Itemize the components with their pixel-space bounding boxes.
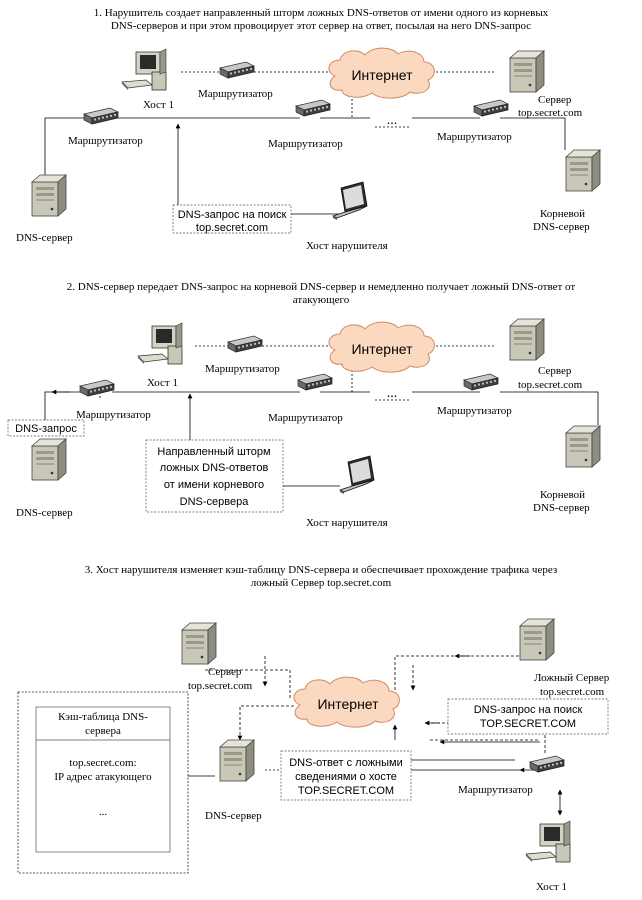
- server-label-1: Сервер: [538, 94, 572, 106]
- host1-label-2: Хост 1: [147, 377, 178, 389]
- fake-server-label-1: Ложный Сервер: [534, 672, 610, 684]
- server-label-2b: top.secret.com: [518, 379, 583, 391]
- router-label-3: Маршрутизатор: [458, 784, 533, 796]
- internet-label-2: Интернет: [351, 341, 413, 357]
- dns-query-text-1: DNS-запрос на поиск: [178, 209, 287, 221]
- storm-text-1: Направленный шторм: [157, 446, 270, 458]
- cache-table: [35, 706, 171, 853]
- dns-query-text-3b: TOP.SECRET.COM: [480, 718, 576, 730]
- router-left-icon: [83, 107, 119, 125]
- storm-box-2: [145, 439, 284, 513]
- router-mid-label: Маршрутизатор: [268, 138, 343, 150]
- server-top-secret-icon-3: [181, 622, 217, 665]
- attacker-laptop-icon-2: [339, 455, 375, 495]
- section-1: 1. Нарушитель создает направленный шторм…: [16, 7, 601, 252]
- host1-pc-icon-3: [525, 820, 571, 863]
- dns-answer-text-3: TOP.SECRET.COM: [298, 785, 394, 797]
- cache-entry-2: IP адрес атакующего: [54, 771, 152, 783]
- cache-more: ...: [99, 806, 108, 818]
- server-label-3a: Сервер: [208, 666, 242, 678]
- attacker-label-2: Хост нарушителя: [306, 517, 388, 529]
- router-right-label-2: Маршрутизатор: [437, 405, 512, 417]
- server-label-3b: top.secret.com: [188, 680, 253, 692]
- attacker-laptop-icon-1: [332, 181, 368, 221]
- router-top-icon: [219, 61, 255, 79]
- dns-answer-text-2: сведениями о хосте: [295, 771, 397, 783]
- host1-pc-icon: [121, 48, 167, 91]
- root-dns-label-2a: Корневой: [540, 489, 585, 501]
- dns-server-label-3: DNS-сервер: [205, 810, 262, 822]
- section-2: 2. DNS-сервер передает DNS-запрос на кор…: [7, 281, 601, 529]
- dns-server-icon-1: [31, 174, 67, 217]
- section3-links: [188, 655, 546, 777]
- dns-query-text-2: top.secret.com: [196, 222, 268, 234]
- internet-cloud-2: Интернет: [328, 321, 435, 373]
- ellipsis-1: ...: [387, 113, 398, 128]
- cache-title-1: Кэш-таблица DNS-: [58, 711, 148, 723]
- dns-query-box-3: [447, 698, 609, 735]
- fake-server-icon: [519, 618, 555, 661]
- internet-cloud-1: Интернет: [328, 47, 435, 99]
- router-top-label: Маршрутизатор: [198, 88, 273, 100]
- cache-update-arrow: [237, 705, 295, 741]
- section1-caption-line1: 1. Нарушитель создает направленный шторм…: [94, 7, 549, 19]
- dns-query-text-3a: DNS-запрос на поиск: [474, 704, 583, 716]
- ellipsis-2: ...: [387, 386, 398, 401]
- storm-text-2: ложных DNS-ответов: [160, 462, 269, 474]
- dns-server-icon-3: [219, 739, 255, 782]
- dns-server-label-2: DNS-сервер: [16, 507, 73, 519]
- fake-server-label-2: top.secret.com: [540, 686, 605, 698]
- router-left-label: Маршрутизатор: [68, 135, 143, 147]
- section-3: 3. Хост нарушителя изменяет кэш-таблицу …: [17, 564, 610, 893]
- router-left-label-2: Маршрутизатор: [76, 409, 151, 421]
- root-dns-label-2b: DNS-сервер: [533, 502, 590, 514]
- root-dns-server-icon-1: [565, 149, 601, 192]
- router-mid-icon: [295, 99, 331, 117]
- server-label-2a: Сервер: [538, 365, 572, 377]
- host1-label-3: Хост 1: [536, 881, 567, 893]
- router-icon-3: [529, 755, 565, 773]
- section1-links: [44, 71, 566, 215]
- cache-entry-1: top.secret.com:: [69, 757, 136, 769]
- dns-query-box-1: [172, 204, 292, 234]
- root-dns-label-1: Корневой: [540, 208, 585, 220]
- section3-caption-line2: ложный Сервер top.secret.com: [251, 577, 392, 589]
- router-right-icon-2: [463, 373, 499, 391]
- section2-caption-line2: атакующего: [293, 294, 350, 306]
- router-right-label: Маршрутизатор: [437, 131, 512, 143]
- root-dns-server-icon-2: [565, 425, 601, 468]
- dns-server-label-1: DNS-сервер: [16, 232, 73, 244]
- section3-caption-line1: 3. Хост нарушителя изменяет кэш-таблицу …: [85, 564, 557, 576]
- internet-label-1: Интернет: [351, 67, 413, 83]
- dns-server-icon-2: [31, 438, 67, 481]
- dns-answer-box-3: [280, 750, 412, 801]
- router-top-icon-2: [227, 335, 263, 353]
- dns-query-label-2: DNS-запрос: [15, 423, 77, 435]
- router-right-icon: [473, 99, 509, 117]
- host1-label: Хост 1: [143, 99, 174, 111]
- cache-title-2: сервера: [85, 725, 121, 737]
- dns-answer-text-1: DNS-ответ с ложными: [289, 757, 403, 769]
- router-left-icon-2: [79, 379, 115, 397]
- root-dns-label-2: DNS-сервер: [533, 221, 590, 233]
- router-mid-icon-2: [297, 373, 333, 391]
- server-top-secret-icon: [509, 50, 545, 93]
- attacker-label-1: Хост нарушителя: [306, 240, 388, 252]
- router-top-label-2: Маршрутизатор: [205, 363, 280, 375]
- internet-cloud-3: Интернет: [293, 676, 400, 728]
- section2-caption-line1: 2. DNS-сервер передает DNS-запрос на кор…: [67, 281, 576, 293]
- dns-query-box-2: [7, 419, 85, 437]
- storm-text-4: DNS-сервера: [180, 496, 250, 508]
- storm-text-3: от имени корневого: [164, 479, 264, 491]
- server-label-2: top.secret.com: [518, 107, 583, 119]
- host1-pc-icon-2: [137, 322, 183, 365]
- server-top-secret-icon-2: [509, 318, 545, 361]
- internet-label-3: Интернет: [317, 696, 379, 712]
- section1-caption-line2: DNS-серверов и при этом провоцирует этот…: [111, 20, 531, 32]
- router-mid-label-2: Маршрутизатор: [268, 412, 343, 424]
